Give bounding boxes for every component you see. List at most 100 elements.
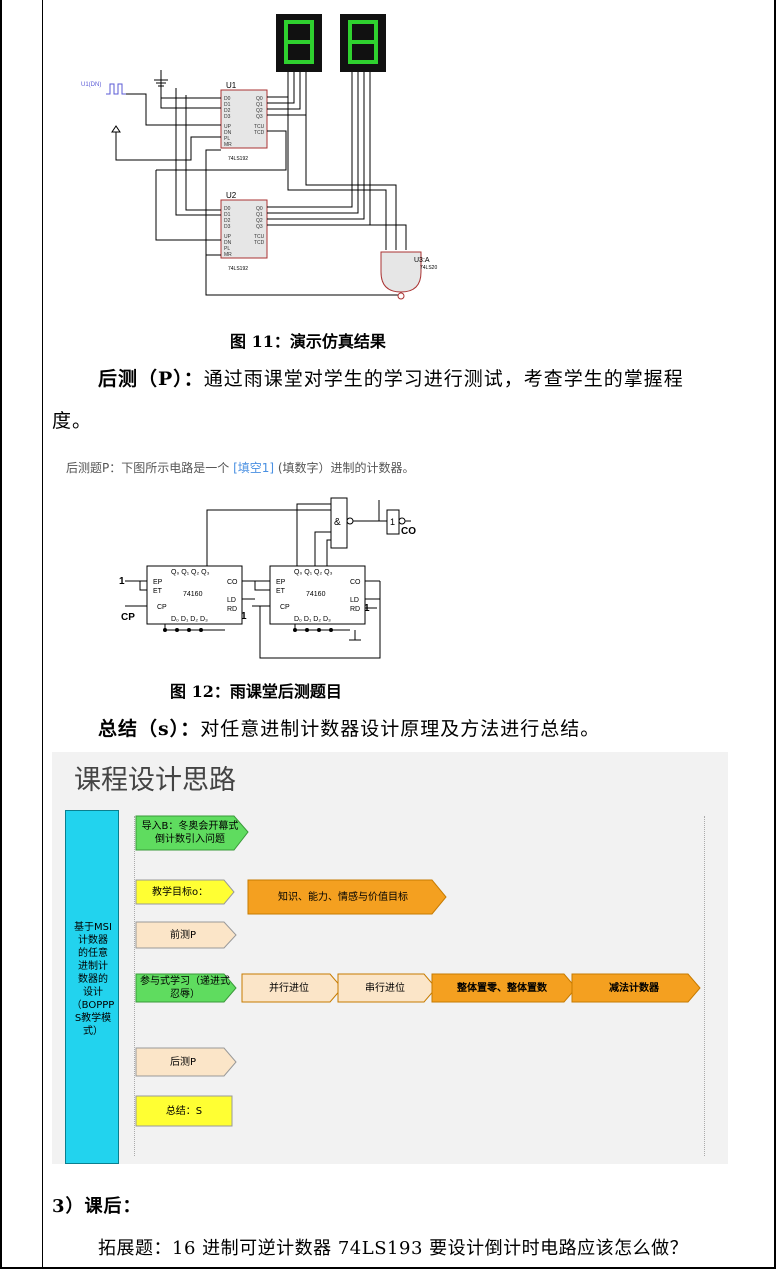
after-class-heading: 3）课后：: [52, 1196, 142, 1217]
svg-text:1: 1: [119, 576, 125, 587]
summary-text: 对任意进制计数器设计原理及方法进行总结。: [200, 718, 601, 740]
svg-text:Q1: Q1: [256, 102, 263, 108]
figure12-caption: 图 12：雨课堂后测题目: [170, 682, 342, 701]
participation-1-shape: [241, 973, 343, 1003]
svg-text:CP: CP: [157, 604, 167, 611]
svg-text:EP: EP: [153, 579, 163, 586]
svg-text:EP: EP: [276, 579, 286, 586]
dotted-guide-right: [704, 816, 705, 1156]
table-border-right: [774, 0, 776, 1269]
svg-text:ET: ET: [153, 588, 163, 595]
svg-text:TCD: TCD: [254, 130, 265, 136]
figure11-caption: 图 11：演示仿真结果: [230, 332, 386, 351]
svg-text:DN: DN: [224, 130, 232, 136]
nand-gate: [380, 251, 422, 293]
table-border-left: [0, 0, 2, 1269]
participation-4-shape: [571, 973, 701, 1003]
dotted-guide-left: [134, 816, 135, 1156]
participation-2-label: 串行进位: [365, 982, 405, 994]
svg-text:LD: LD: [350, 597, 359, 604]
posttest-label: 后测（P）：: [98, 368, 204, 390]
question-prefix: 后测题P：下图所示电路是一个: [66, 461, 234, 475]
svg-text:UP: UP: [224, 234, 232, 240]
svg-text:PL: PL: [224, 136, 230, 142]
svg-text:D0: D0: [224, 96, 231, 102]
step-pretest-label: 前测P: [169, 929, 197, 941]
cp-input-label: CP: [121, 612, 135, 623]
svg-text:D1: D1: [224, 102, 231, 108]
svg-text:D3: D3: [224, 224, 231, 230]
svg-text:Q₀ Q₁ Q₂ Q₃: Q₀ Q₁ Q₂ Q₃: [294, 569, 333, 576]
svg-text:1: 1: [364, 603, 370, 614]
objective-label: 知识、能力、情感与价值目标: [278, 891, 408, 903]
svg-text:Q0: Q0: [256, 96, 263, 102]
signal-label: U1(DN): [81, 82, 101, 88]
svg-text:D2: D2: [224, 218, 231, 224]
slide-arrows: [135, 815, 701, 1127]
svg-text:TCU: TCU: [254, 234, 265, 240]
svg-text:Q2: Q2: [256, 108, 263, 114]
svg-text:CO: CO: [350, 579, 361, 586]
svg-text:LD: LD: [227, 597, 236, 604]
step-posttest-label: 后测P: [169, 1056, 197, 1068]
and-gate-symbol: &: [334, 517, 341, 528]
svg-text:Q2: Q2: [256, 218, 263, 224]
participation-1-label: 并行进位: [269, 982, 309, 994]
after-class-text: 拓展题：16 进制可逆计数器 74LS193 要设计倒计时电路应该怎么做？: [98, 1238, 689, 1259]
svg-text:Q3: Q3: [256, 224, 263, 230]
svg-text:TCU: TCU: [254, 124, 265, 130]
participation-4-label: 减法计数器: [609, 982, 659, 994]
and-gate: [330, 497, 348, 549]
gate-label: U3:A: [414, 257, 430, 264]
chip-u1-label: U1: [226, 81, 237, 90]
objective-arrow-shape: [247, 879, 447, 915]
question-suffix: (填数字）进制的计数器。: [274, 461, 415, 475]
svg-text:74160: 74160: [306, 591, 326, 598]
chip-u2-label: U2: [226, 191, 237, 200]
svg-text:1: 1: [241, 611, 247, 622]
svg-text:MR: MR: [224, 252, 232, 258]
counter-74160-right: [269, 565, 366, 625]
participation-2-shape: [337, 973, 437, 1003]
counter-74160-left: [146, 565, 243, 625]
svg-text:Q₀ Q₁ Q₂ Q₃: Q₀ Q₁ Q₂ Q₃: [171, 569, 210, 576]
participation-3-label: 整体置零、整体置数: [457, 982, 547, 994]
posttest-line1: 后测（P）：通过雨课堂对学生的学习进行测试，考查学生的掌握程: [98, 364, 684, 391]
summary-line: 总结（s）：对任意进制计数器设计原理及方法进行总结。: [98, 714, 600, 741]
svg-text:Q0: Q0: [256, 206, 263, 212]
table-inner-line: [42, 0, 43, 1269]
posttest-line2: 度。: [52, 410, 93, 432]
svg-text:UP: UP: [224, 124, 232, 130]
svg-text:CP: CP: [280, 604, 290, 611]
step-intro-label: 导入B：冬奥会开幕式倒计数引入问题: [141, 821, 239, 845]
svg-text:D₀ D₁ D₂ D₃: D₀ D₁ D₂ D₃: [294, 616, 331, 623]
svg-text:RD: RD: [227, 606, 237, 613]
step-participation-shape: [135, 973, 237, 1003]
co-output-label: CO: [401, 526, 416, 537]
svg-text:PL: PL: [224, 246, 230, 252]
svg-text:D1: D1: [224, 212, 231, 218]
not-gate-symbol: 1: [390, 517, 395, 527]
question-blank[interactable]: [填空1]: [233, 461, 275, 475]
step-summary-label: 总结：S: [165, 1105, 203, 1117]
svg-text:TCD: TCD: [254, 240, 265, 246]
step-participation-label: 参与式学习（递进式忍辱）: [140, 976, 230, 1000]
gate-part: 74LS20: [420, 265, 437, 271]
svg-text:DN: DN: [224, 240, 232, 246]
step-intro-shape: [135, 815, 249, 851]
svg-text:D0: D0: [224, 206, 231, 212]
step-objective-shape: [135, 879, 235, 905]
question-text: 后测题P：下图所示电路是一个 [填空1] (填数字）进制的计数器。: [66, 459, 415, 476]
participation-3-shape: [431, 973, 577, 1003]
chip-u1: [220, 89, 268, 149]
svg-text:D₀ D₁ D₂ D₃: D₀ D₁ D₂ D₃: [171, 616, 208, 623]
chip-u1-part: 74LS192: [228, 156, 248, 162]
svg-text:Q1: Q1: [256, 212, 263, 218]
svg-text:D2: D2: [224, 108, 231, 114]
step-summary-shape: [135, 1095, 233, 1127]
summary-label: 总结（s）：: [98, 718, 201, 740]
